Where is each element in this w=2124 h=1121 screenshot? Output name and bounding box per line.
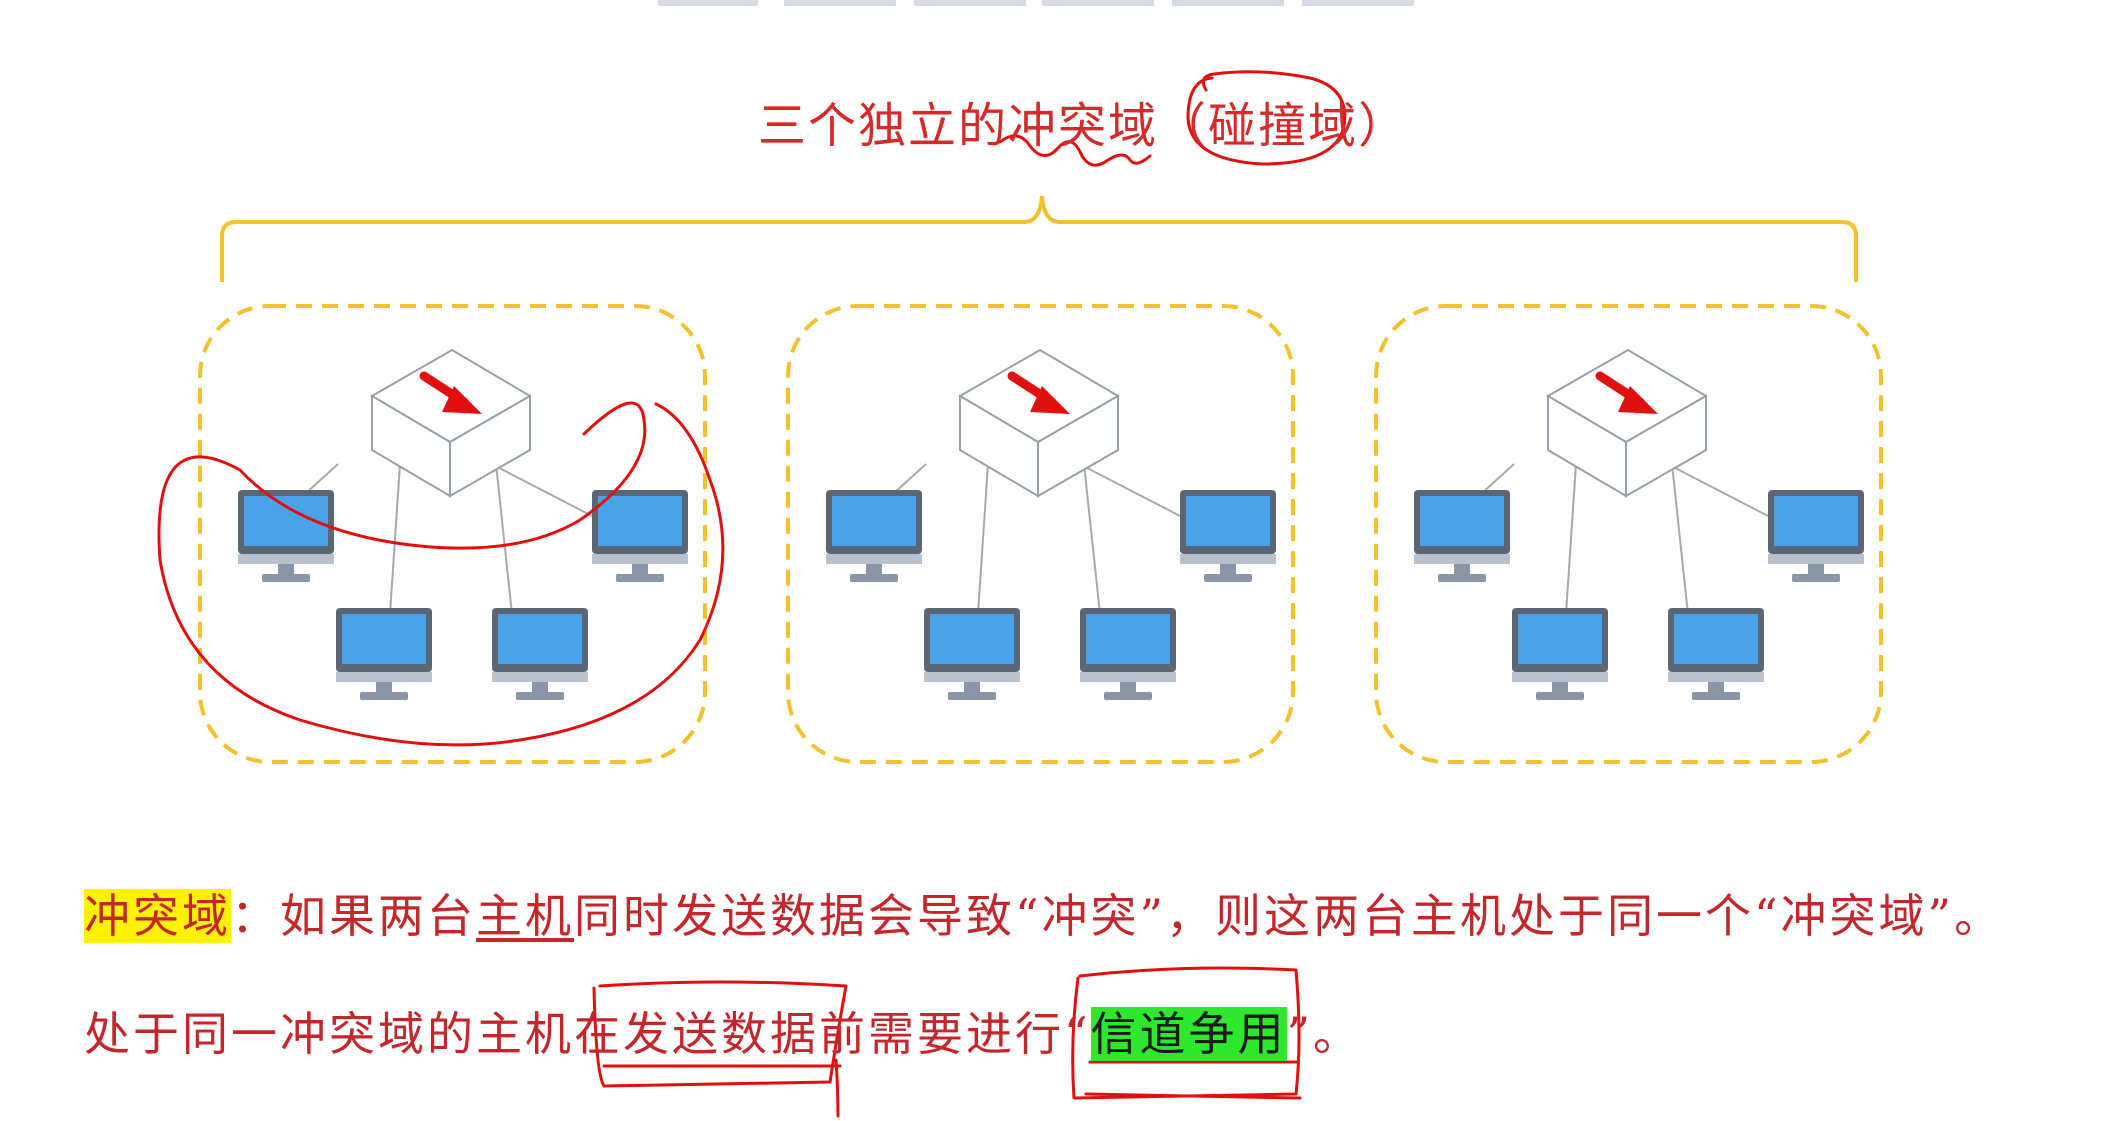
box-annotation-channel-contention xyxy=(1071,966,1301,1100)
collision-domain-3 xyxy=(1376,306,1881,762)
grouping-brace xyxy=(220,195,1858,282)
squiggle-underline xyxy=(998,134,1152,167)
loop-annotation-domain1 xyxy=(157,401,725,747)
collision-domain-2 xyxy=(788,306,1293,762)
circle-annotation-synonym xyxy=(1186,70,1347,166)
top-toolbar-fragment xyxy=(658,0,1414,6)
handwritten-annotations xyxy=(157,70,1347,1118)
collision-domain-1 xyxy=(200,306,705,762)
box-annotation-before-send xyxy=(592,980,848,1088)
